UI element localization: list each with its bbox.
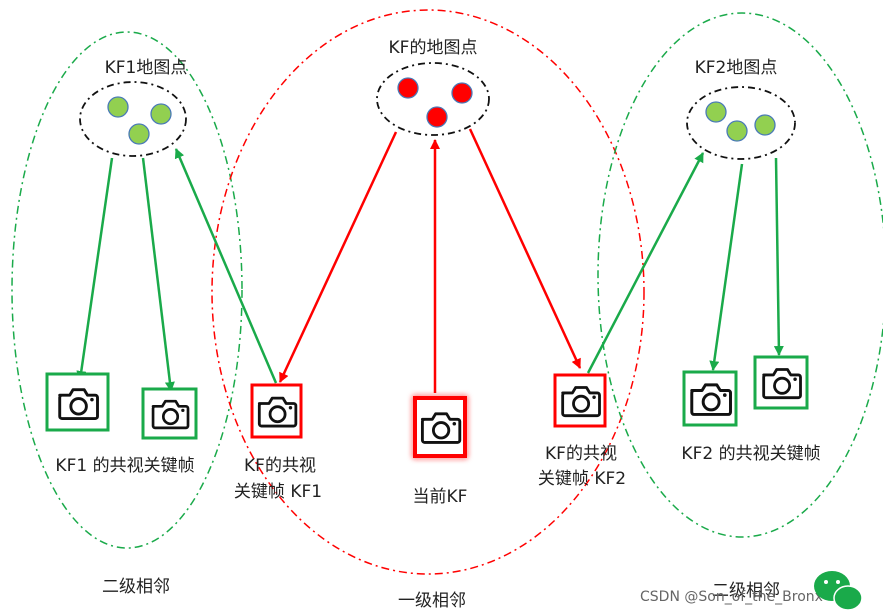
kf2-covis-frame-a [682,370,738,427]
kf1-covis-frame-a [45,372,110,432]
covis-kf1-label-line2: 关键帧 KF1 [234,482,322,502]
map-point [150,103,172,125]
watermark: CSDN @Son_of_the_Bronx [640,589,823,605]
covis-kf1-frame [250,383,303,439]
arrow-kf-points-to-covis-kf1 [278,131,398,383]
kf2-map-points-label: KF2地图点 [695,58,778,78]
kf1-covis-frame-b [141,387,198,440]
second-level-left-boundary [11,31,243,549]
first-level-boundary [211,9,645,575]
arrow-kf-points-to-covis-kf2 [468,128,582,369]
kf1-map-points-cluster [79,81,187,157]
map-point [726,120,748,142]
kf-map-points-cluster [376,62,490,136]
second-level-left-label: 二级相邻 [102,577,170,597]
map-point [451,82,473,104]
map-point [426,106,448,128]
arrow-kf1-points-to-kf1-covis-a [76,157,114,381]
covis-kf2-label-line1: KF的共视 [545,444,617,464]
map-point [754,114,776,136]
kf-map-points-label: KF的地图点 [389,38,478,58]
second-level-right-boundary [597,12,883,538]
covis-kf2-label-line2: 关键帧 KF2 [538,469,626,489]
first-level-label: 一级相邻 [398,591,466,611]
kf1-covis-label: KF1 的共视关键帧 [55,456,194,476]
map-point [128,123,150,145]
map-point [107,96,129,118]
kf2-covis-frame-b [753,355,809,410]
kf2-covis-label: KF2 的共视关键帧 [681,444,820,464]
map-point [705,101,727,123]
arrow-covis-kf1-to-kf1-points [174,148,278,384]
map-point [397,77,419,99]
covis-kf1-label-line1: KF的共视 [244,456,316,476]
kf1-map-points-label: KF1地图点 [105,58,188,78]
green-arrows [76,148,784,392]
arrow-kf2-points-to-kf2-covis-a [709,163,744,371]
kf2-map-points-cluster [686,86,796,160]
second-level-right-label: 二级相邻 [712,581,780,601]
arrow-kf1-points-to-kf1-covis-b [141,157,175,392]
arrow-covis-kf2-to-kf2-points [586,152,705,374]
current-kf-label: 当前KF [413,487,468,507]
red-arrows [278,128,582,393]
arrow-kf2-points-to-kf2-covis-b [773,157,784,356]
wechat-icon [814,571,863,611]
current-kf-frame [413,396,467,458]
covis-kf2-frame [553,373,607,428]
